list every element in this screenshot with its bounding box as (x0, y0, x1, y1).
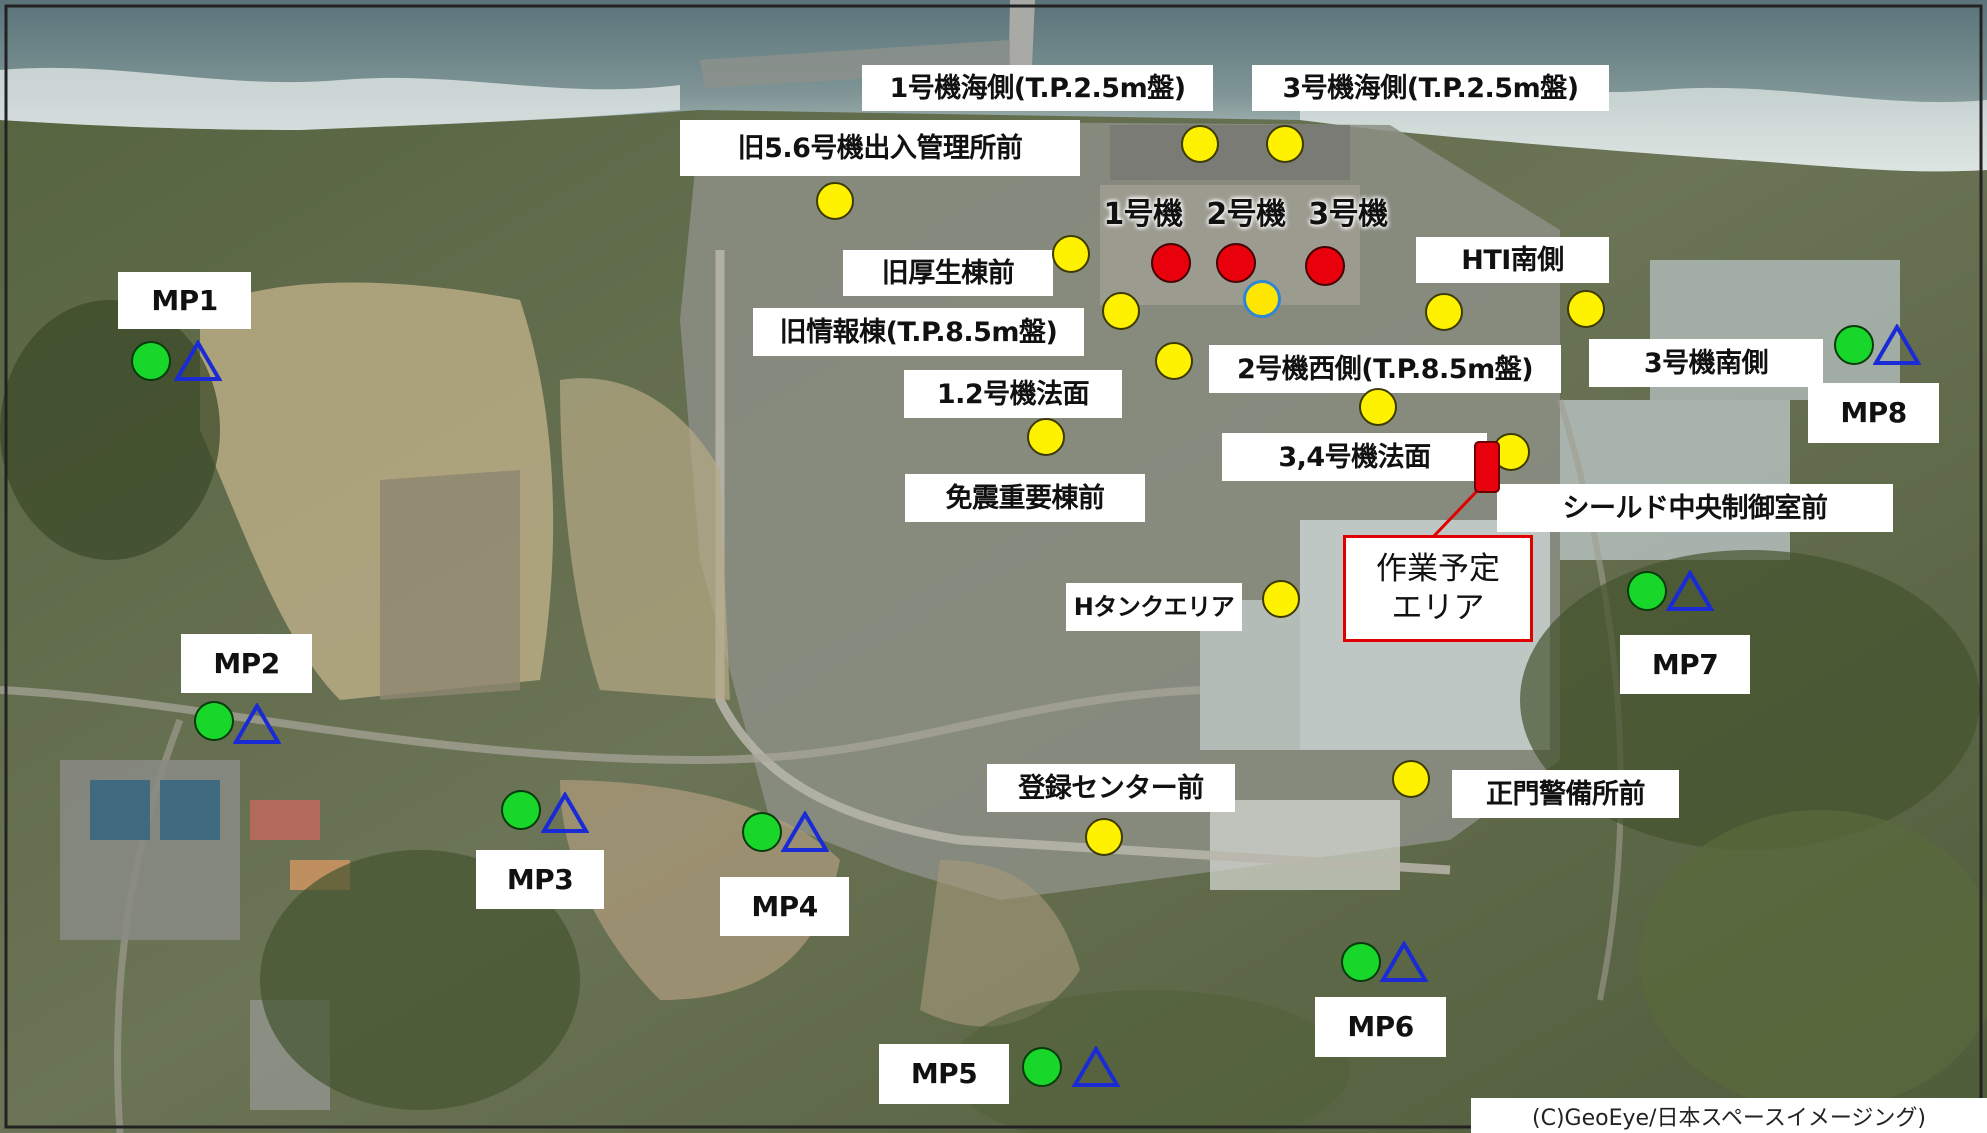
triangle-mp3-icon (541, 792, 589, 833)
label-unit3-seaside: 3号機海側(T.P.2.5m盤) (1252, 65, 1609, 111)
label-registration-center: 登録センター前 (987, 764, 1235, 812)
point-unit1-2-slope[interactable] (1027, 418, 1065, 456)
label-mp4: MP4 (720, 877, 849, 936)
marker-mp4[interactable] (742, 812, 782, 852)
point-unit3-4-slope-north[interactable] (1359, 388, 1397, 426)
label-main-gate-guard: 正門警備所前 (1452, 770, 1679, 818)
label-mp7: MP7 (1620, 635, 1750, 694)
work-area-marker[interactable] (1474, 441, 1500, 493)
label-unit1-seaside: 1号機海側(T.P.2.5m盤) (862, 65, 1213, 111)
point-hti-south-west[interactable] (1425, 293, 1463, 331)
label-shield-control-room: シールド中央制御室前 (1497, 484, 1893, 532)
point-old-info-building[interactable] (1102, 292, 1140, 330)
marker-mp1[interactable] (131, 341, 171, 381)
label-mp2: MP2 (181, 634, 312, 693)
label-hti-south: HTI南側 (1416, 237, 1609, 283)
label-h-tank-area: Hタンクエリア (1066, 583, 1242, 631)
label-old-welfare-building: 旧厚生棟前 (843, 250, 1053, 296)
label-unit3-south: 3号機南側 (1589, 339, 1823, 387)
point-hti-south-east[interactable] (1567, 290, 1605, 328)
triangle-mp8-icon (1873, 324, 1921, 365)
triangle-mp4-icon (781, 811, 829, 852)
point-old-welfare-building[interactable] (1052, 235, 1090, 273)
label-unit1-2-slope: 1.2号機法面 (904, 370, 1122, 418)
triangle-mp7-icon (1666, 570, 1714, 611)
label-mp5: MP5 (879, 1044, 1009, 1104)
label-mp1: MP1 (118, 272, 251, 329)
triangle-mp1-icon (174, 340, 222, 381)
marker-mp8[interactable] (1834, 325, 1874, 365)
work-area-line2: エリア (1391, 589, 1485, 626)
marker-mp5[interactable] (1022, 1047, 1062, 1087)
marker-mp2[interactable] (194, 701, 234, 741)
label-mp8: MP8 (1808, 383, 1939, 443)
work-area-callout: 作業予定 エリア (1343, 535, 1533, 642)
label-reactor-1: 1号機 (1103, 197, 1183, 232)
point-unit2-west[interactable] (1155, 342, 1193, 380)
label-reactor-2: 2号機 (1206, 197, 1286, 232)
marker-mp6[interactable] (1341, 942, 1381, 982)
triangle-mp2-icon (233, 703, 281, 744)
point-h-tank-area[interactable] (1262, 580, 1300, 618)
image-credit: (C)GeoEye/日本スペースイメージング) (1471, 1098, 1987, 1133)
marker-reactor-2[interactable] (1216, 243, 1256, 283)
marker-reactor-3[interactable] (1305, 246, 1345, 286)
marker-mp7[interactable] (1627, 571, 1667, 611)
label-seismic-isolation-building: 免震重要棟前 (905, 474, 1145, 522)
marker-mp3[interactable] (501, 790, 541, 830)
point-main-gate-guard[interactable] (1392, 760, 1430, 798)
label-mp3: MP3 (476, 850, 604, 909)
label-old-5-6-access-control: 旧5.6号機出入管理所前 (680, 120, 1080, 176)
point-unit2-blue-ring[interactable] (1243, 280, 1281, 318)
point-registration-center[interactable] (1085, 818, 1123, 856)
work-area-line1: 作業予定 (1376, 550, 1500, 587)
label-reactor-3: 3号機 (1308, 197, 1388, 232)
label-mp6: MP6 (1315, 997, 1446, 1057)
triangle-mp6-icon (1380, 941, 1428, 982)
label-old-info-building: 旧情報棟(T.P.8.5m盤) (753, 308, 1084, 356)
point-old-5-6-access-control[interactable] (816, 182, 854, 220)
point-unit3-seaside[interactable] (1266, 125, 1304, 163)
label-unit3-4-slope: 3,4号機法面 (1222, 433, 1487, 481)
triangle-mp5-icon (1072, 1046, 1120, 1087)
marker-reactor-1[interactable] (1151, 243, 1191, 283)
point-unit1-seaside[interactable] (1181, 125, 1219, 163)
label-unit2-west: 2号機西側(T.P.8.5m盤) (1209, 345, 1561, 393)
